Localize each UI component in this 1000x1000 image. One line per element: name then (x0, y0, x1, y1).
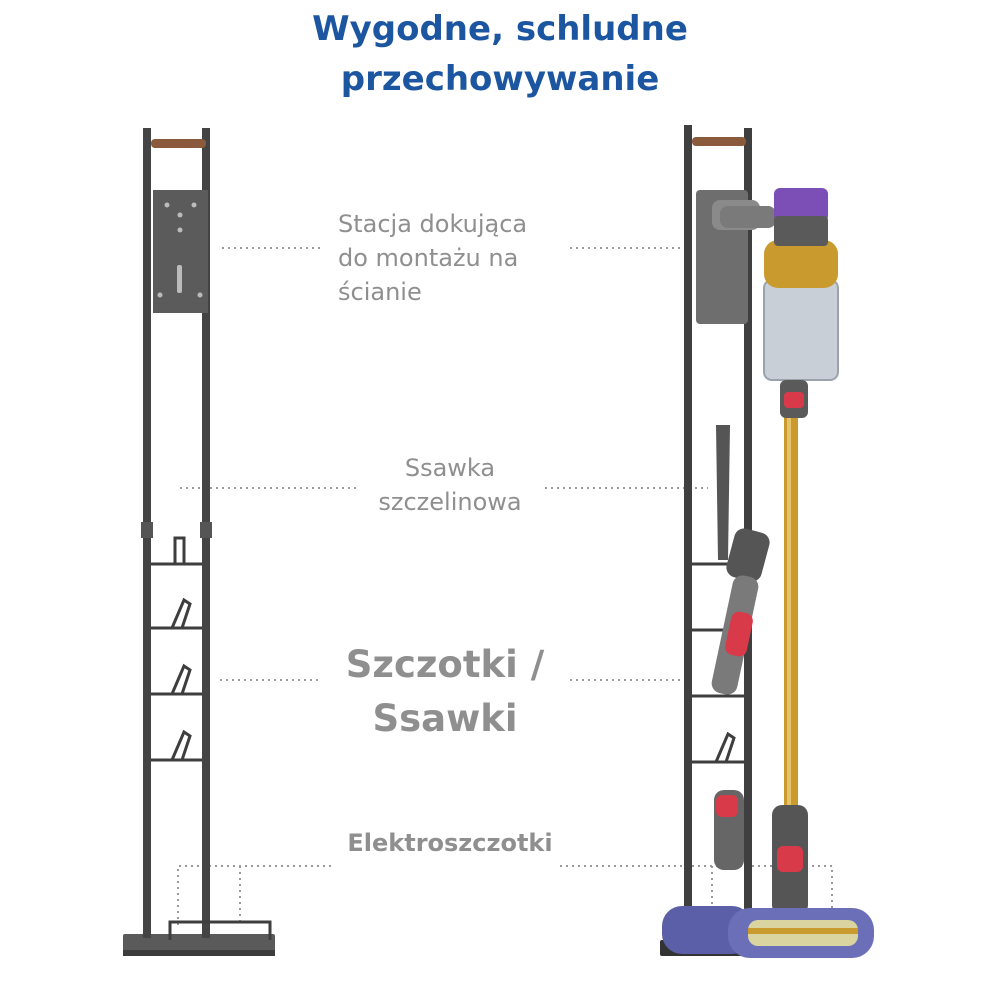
label-crevice-line-2: szczelinowa (378, 488, 522, 516)
label-dock-line-3: ścianie (338, 278, 422, 306)
vacuum-bin (763, 279, 839, 381)
vacuum-filter (774, 188, 828, 222)
mini-brush (726, 528, 770, 582)
label-docking-station: Stacja dokująca do montażu na ścianie (338, 207, 527, 309)
guide-electric-right (560, 865, 833, 925)
label-brushes-line-2: Ssawki (372, 697, 518, 740)
page-title: Wygodne, schludne przechowywanie (0, 4, 1000, 104)
stand-right-post-a (684, 125, 692, 940)
label-brushes-line-1: Szczotki / (345, 643, 545, 686)
label-brushes: Szczotki / Ssawki (320, 638, 570, 746)
stand-with-vacuum (660, 125, 874, 958)
guide-electric-left (177, 865, 332, 925)
stand-left-base (123, 934, 275, 954)
label-electric-line-1: Elektroszczotki (347, 829, 553, 857)
empty-stand (123, 128, 275, 956)
label-crevice-line-1: Ssawka (404, 454, 496, 482)
wooden-handle-left (151, 139, 206, 148)
title-line-1: Wygodne, schludne (312, 9, 688, 49)
title-line-2: przechowywanie (340, 59, 660, 99)
wooden-handle-right (692, 137, 746, 146)
label-dock-line-2: do montażu na (338, 244, 519, 272)
label-electric-brushes: Elektroszczotki (320, 826, 580, 860)
crevice-tool (716, 425, 730, 560)
label-dock-line-1: Stacja dokująca (338, 210, 528, 238)
label-crevice-tool: Ssawka szczelinowa (340, 451, 560, 519)
